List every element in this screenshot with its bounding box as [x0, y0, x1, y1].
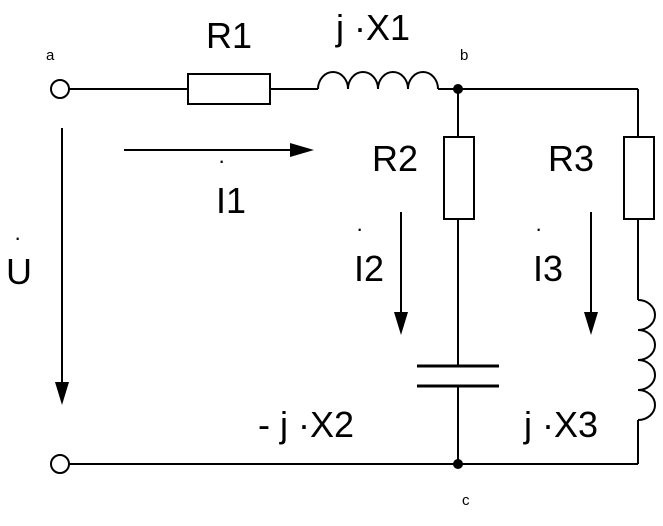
current1-arrow-head — [290, 143, 314, 157]
x3-label: j ·X3 — [523, 404, 598, 445]
resistor-r1 — [187, 73, 271, 105]
x1-label: j ·X1 — [335, 7, 410, 48]
node-a-label: a — [46, 47, 55, 64]
r3-label: R3 — [548, 138, 594, 179]
current2-label: I2 — [354, 248, 384, 289]
inductor-x3 — [637, 299, 656, 421]
resistor-r3 — [623, 136, 655, 220]
terminal-c-left — [50, 454, 70, 474]
current3-label: I3 — [533, 248, 563, 289]
x2-label: - j ·X2 — [258, 404, 354, 445]
current1-label: I1 — [216, 180, 246, 221]
voltage-arrow-head — [55, 382, 69, 405]
node-b-label: b — [460, 47, 468, 64]
current2-arrow-head — [394, 312, 408, 335]
terminal-a — [50, 79, 70, 99]
current1-dot: · — [218, 148, 225, 173]
r2-label: R2 — [372, 138, 418, 179]
node-c — [453, 459, 463, 469]
voltage-label: U — [6, 251, 32, 292]
voltage-dot: · — [14, 225, 21, 250]
resistor-r2 — [443, 136, 475, 220]
current3-dot: · — [535, 216, 542, 241]
inductor-x1 — [317, 71, 439, 90]
r1-label: R1 — [206, 15, 252, 56]
current2-dot: · — [356, 216, 363, 241]
node-c-label: c — [462, 492, 470, 509]
current3-arrow-head — [584, 312, 598, 335]
